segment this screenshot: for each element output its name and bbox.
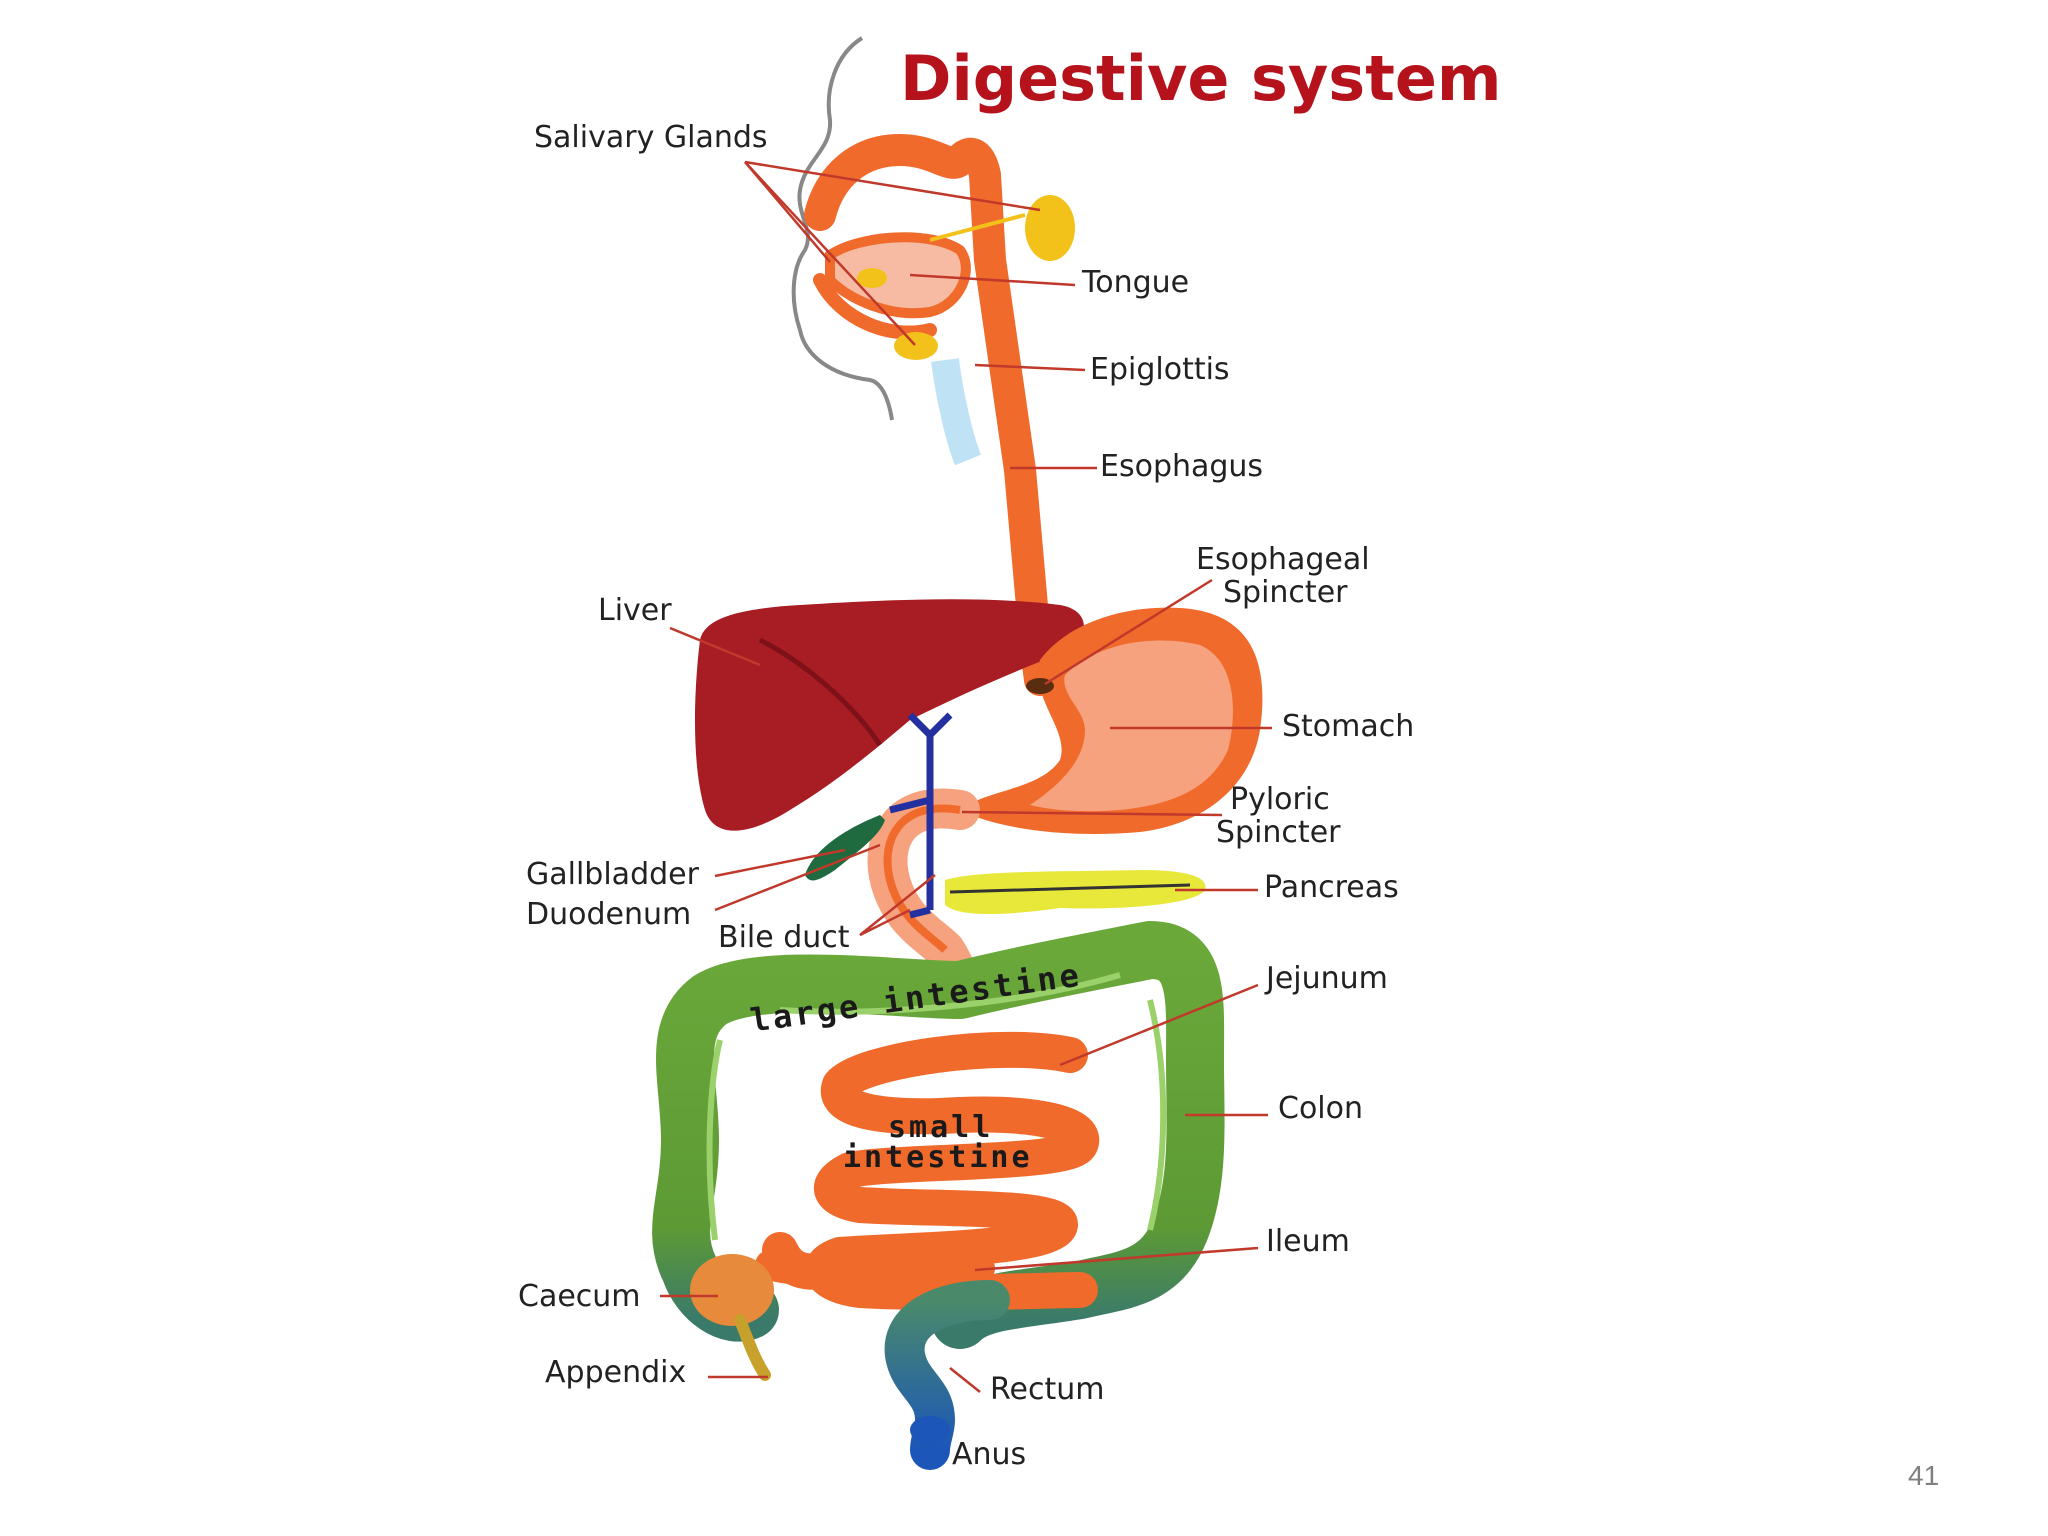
label-jejunum: Jejunum bbox=[1266, 961, 1388, 996]
label-rectum: Rectum bbox=[990, 1372, 1105, 1407]
gallbladder-shape bbox=[805, 815, 885, 881]
salivary-gland-submandibular bbox=[894, 332, 938, 360]
label-salivary-glands: Salivary Glands bbox=[534, 120, 768, 155]
label-anus: Anus bbox=[952, 1437, 1027, 1472]
label-tongue: Tongue bbox=[1082, 265, 1190, 300]
label-epiglottis: Epiglottis bbox=[1090, 352, 1230, 387]
label-appendix: Appendix bbox=[545, 1355, 687, 1390]
appendix-shape bbox=[734, 1314, 771, 1381]
trachea bbox=[931, 358, 982, 466]
anus-shape bbox=[910, 1416, 950, 1444]
page-title: Digestive system bbox=[900, 42, 1502, 115]
label-pyloric-spincter-1: Pyloric bbox=[1230, 782, 1330, 817]
caecum-shape bbox=[690, 1254, 774, 1326]
label-pancreas: Pancreas bbox=[1264, 870, 1399, 905]
label-bile-duct: Bile duct bbox=[718, 920, 850, 955]
head-outline bbox=[791, 36, 894, 421]
label-colon: Colon bbox=[1278, 1091, 1364, 1126]
small-intestine-label-line2: intestine bbox=[843, 1140, 1033, 1175]
label-gallbladder: Gallbladder bbox=[526, 857, 699, 892]
tongue-shape bbox=[825, 232, 971, 319]
oral-cavity bbox=[804, 134, 1056, 696]
bile-duct-shape bbox=[889, 712, 953, 919]
salivary-gland-parotid bbox=[1025, 195, 1075, 261]
label-duodenum: Duodenum bbox=[526, 897, 692, 932]
label-stomach: Stomach bbox=[1282, 709, 1415, 744]
label-pyloric-spincter-2: Spincter bbox=[1216, 815, 1341, 850]
label-caecum: Caecum bbox=[518, 1279, 641, 1314]
leader-lines bbox=[660, 160, 1272, 1393]
label-liver: Liver bbox=[598, 593, 672, 628]
label-esophageal-spincter-1: Esophageal bbox=[1196, 542, 1370, 577]
salivary-gland-sublingual bbox=[857, 268, 887, 288]
small-intestine-label-line1: small bbox=[888, 1110, 994, 1145]
label-ileum: Ileum bbox=[1266, 1224, 1350, 1259]
label-esophageal-spincter-2: Spincter bbox=[1223, 575, 1348, 610]
label-esophagus: Esophagus bbox=[1100, 449, 1264, 484]
pancreas-shape bbox=[945, 870, 1206, 914]
page-number: 41 bbox=[1908, 1460, 1940, 1491]
